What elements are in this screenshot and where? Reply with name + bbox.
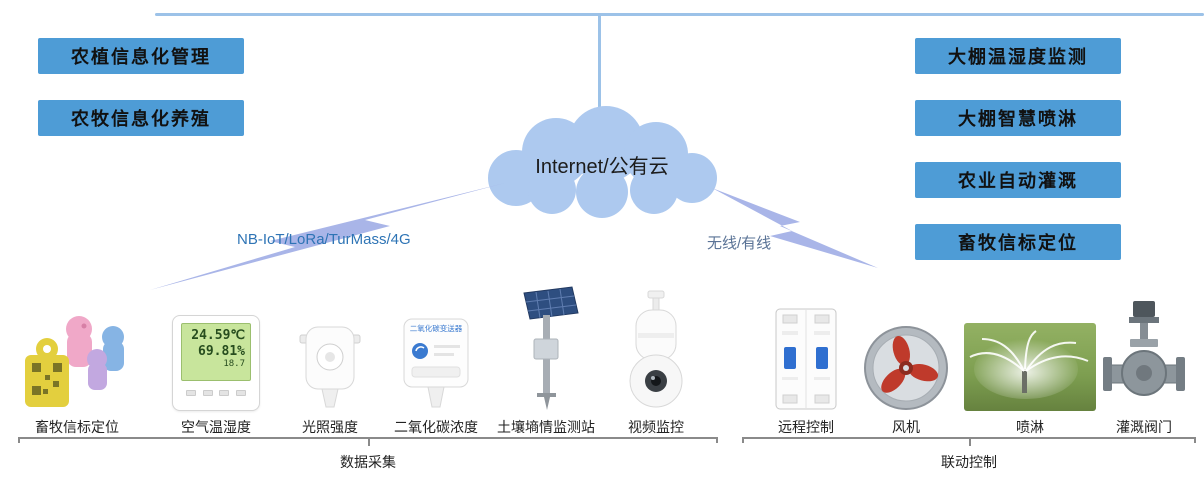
sprinkler-photo-icon [964, 283, 1096, 411]
app-box-livestock-breeding: 农牧信息化养殖 [38, 100, 244, 136]
device-irrigation-valve: 灌溉阀门 [1100, 283, 1188, 437]
cloud-label: Internet/公有云 [535, 156, 669, 178]
internet-cloud: Internet/公有云 [468, 104, 736, 220]
app-box-label: 畜牧信标定位 [958, 233, 1078, 253]
device-sprinkler: 喷淋 [962, 283, 1098, 437]
co2-device-text: 二氧化碳变送器 [410, 323, 463, 333]
lightning-link-left-icon [150, 183, 505, 290]
device-video-camera: 视频监控 [612, 283, 700, 437]
device-label: 视频监控 [628, 419, 684, 435]
device-label: 喷淋 [1016, 419, 1044, 435]
lcd-humidity-reading: 69.81% [198, 343, 245, 359]
temp-humidity-panel-icon: 24.59℃ 69.81% 18.7 [172, 283, 260, 411]
device-label: 畜牧信标定位 [35, 419, 119, 435]
light-sensor-icon [298, 283, 362, 411]
device-label: 风机 [892, 419, 920, 435]
irrigation-valve-icon [1103, 283, 1185, 411]
livestock-ear-tags-icon [21, 283, 133, 411]
app-box-auto-irrigation: 农业自动灌溉 [915, 162, 1121, 198]
device-temp-humidity: 24.59℃ 69.81% 18.7 空气温湿度 [168, 283, 264, 437]
app-box-label: 大棚智慧喷淋 [958, 109, 1078, 129]
app-box-label: 农业自动灌溉 [958, 171, 1078, 191]
app-box-planting-management: 农植信息化管理 [38, 38, 244, 74]
app-box-label: 农植信息化管理 [71, 47, 211, 67]
device-co2: 二氧化碳变送器 二氧化碳浓度 [392, 283, 480, 437]
device-soil-station: 土壤墒情监测站 [497, 283, 595, 437]
sensors-group-label: 数据采集 [340, 454, 396, 470]
bracket-center-tick [368, 437, 370, 446]
device-label: 灌溉阀门 [1116, 419, 1172, 435]
soil-station-icon [504, 283, 588, 411]
cloud-icon [488, 106, 717, 218]
device-remote-control: 远程控制 [762, 283, 850, 437]
actuators-group-bracket [742, 437, 1196, 446]
actuators-group-label: 联动控制 [941, 454, 997, 470]
lcd-extra-reading: 18.7 [223, 359, 245, 370]
device-light-intensity: 光照强度 [288, 283, 372, 437]
top-horizontal-line [155, 13, 1204, 16]
device-label: 远程控制 [778, 419, 834, 435]
app-box-greenhouse-monitoring: 大棚温湿度监测 [915, 38, 1121, 74]
bracket-center-tick [969, 437, 971, 446]
protocol-label-right: 无线/有线 [707, 235, 772, 252]
device-livestock-tags: 畜牧信标定位 [18, 283, 136, 437]
app-box-beacon-positioning: 畜牧信标定位 [915, 224, 1121, 260]
axial-fan-icon [863, 283, 949, 411]
device-label: 土壤墒情监测站 [497, 419, 595, 435]
circuit-breaker-icon [773, 283, 839, 411]
ptz-camera-icon [620, 283, 692, 411]
app-box-smart-spray: 大棚智慧喷淋 [915, 100, 1121, 136]
device-label: 二氧化碳浓度 [394, 419, 478, 435]
lightning-link-right-icon [712, 188, 878, 268]
protocol-label-left: NB-IoT/LoRa/TurMass/4G [237, 231, 411, 248]
device-fan: 风机 [862, 283, 950, 437]
device-label: 光照强度 [302, 419, 358, 435]
co2-sensor-icon: 二氧化碳变送器 [400, 283, 472, 411]
app-box-label: 农牧信息化养殖 [71, 109, 211, 129]
device-label: 空气温湿度 [181, 419, 251, 435]
app-box-label: 大棚温湿度监测 [948, 47, 1088, 67]
sensors-group-bracket [18, 437, 718, 446]
lcd-temp-reading: 24.59℃ [191, 328, 245, 343]
panel-buttons [181, 390, 251, 396]
cloud-drop-line [598, 13, 601, 113]
